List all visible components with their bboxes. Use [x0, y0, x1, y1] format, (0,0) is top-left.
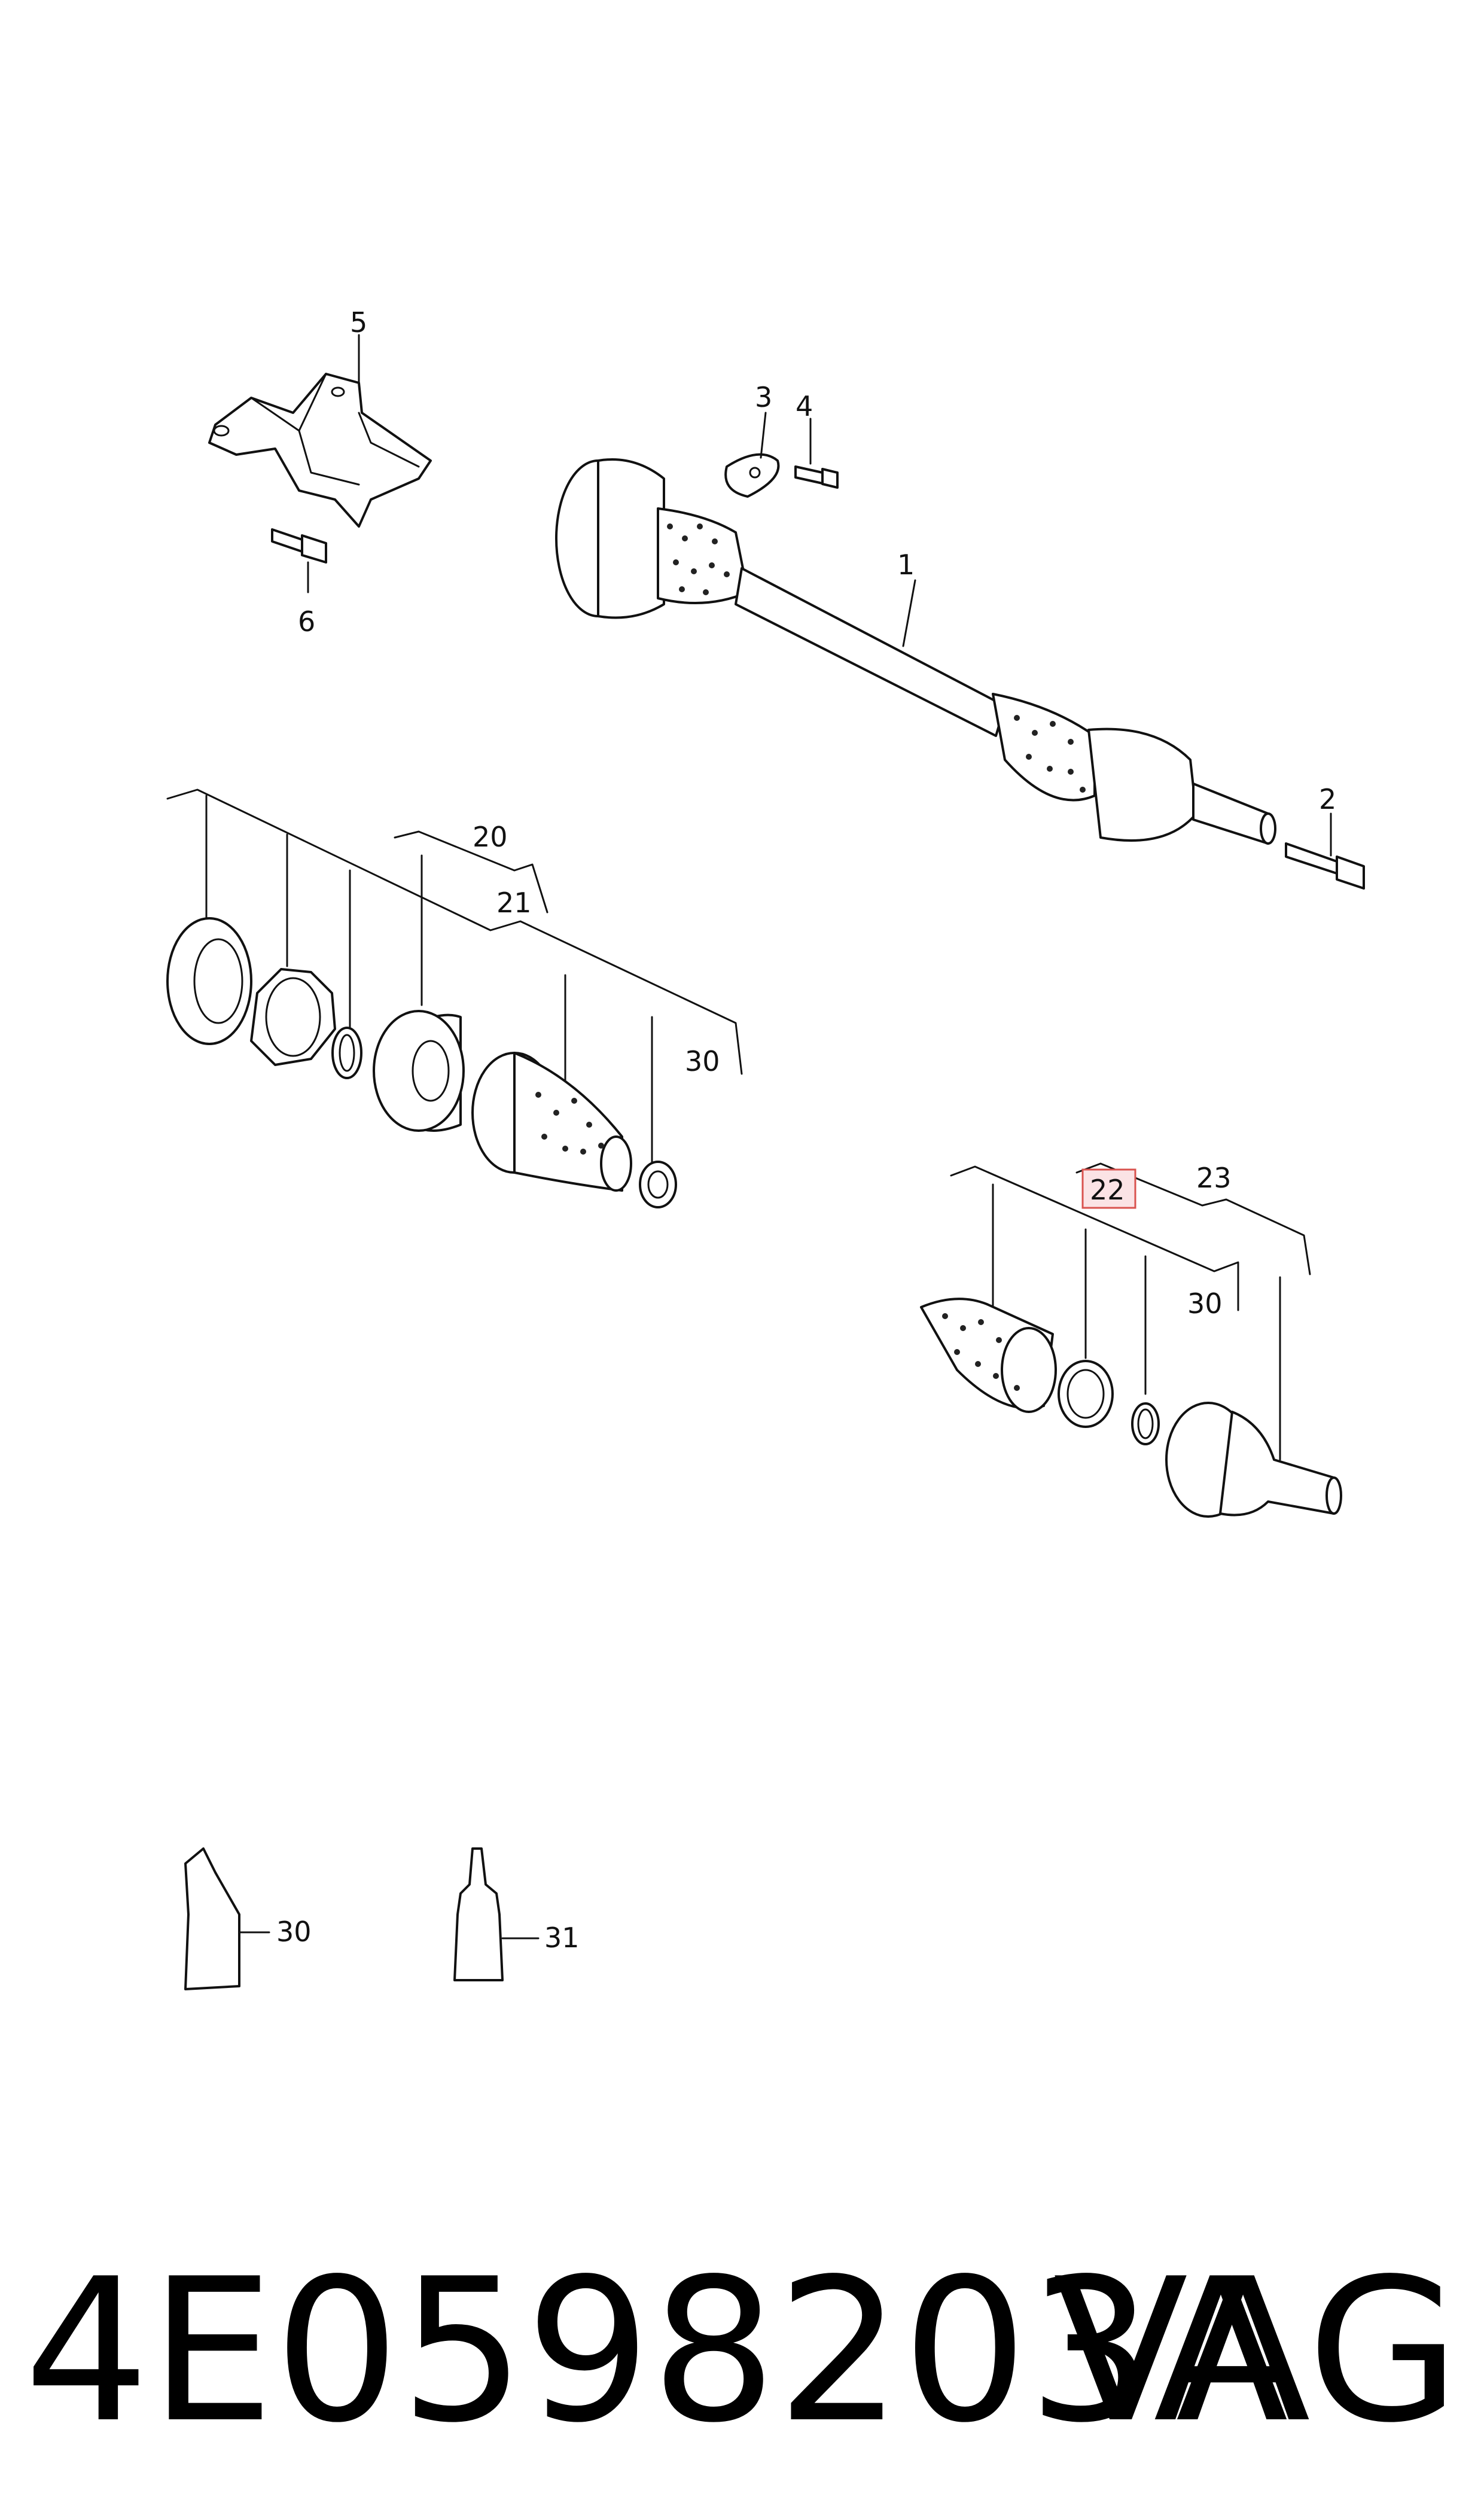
callout-2: 2 — [1319, 783, 1336, 815]
dust-cover — [166, 917, 252, 1045]
bolt-6 — [271, 528, 327, 593]
clamp-outer — [1058, 1360, 1114, 1428]
drive-shaft-assembly — [555, 458, 1276, 845]
bolt-4 — [794, 418, 839, 489]
part-number: 4E0598203A — [24, 2236, 1288, 2466]
parts-diagram: 5 6 3 4 — [166, 306, 1365, 1990]
bolt-2 — [1285, 812, 1365, 890]
callout-20: 20 — [473, 821, 508, 853]
callout-23: 23 — [1196, 1162, 1232, 1194]
callout-22: 22 — [1090, 1174, 1125, 1206]
callout-5: 5 — [350, 306, 367, 339]
callout-30-upper: 30 — [685, 1045, 720, 1077]
circlip-inner — [331, 1027, 362, 1079]
callout-31: 31 — [544, 1922, 580, 1954]
callout-30-tube: 30 — [276, 1916, 312, 1948]
inner-boot — [471, 1052, 632, 1192]
lock-plate-3 — [724, 412, 780, 498]
outer-boot — [920, 1298, 1057, 1413]
callout-4: 4 — [796, 390, 813, 422]
leader-lines-outer-kit — [950, 1162, 1311, 1461]
callout-30-middle: 30 — [1187, 1287, 1223, 1320]
outer-cv-joint — [1165, 1402, 1342, 1518]
heat-shield-bracket — [208, 334, 432, 528]
callout-1: 1 — [897, 549, 915, 581]
gasket — [250, 968, 336, 1066]
fluid-bottle — [453, 1847, 540, 1981]
circlip-outer — [1131, 1402, 1160, 1445]
callout-22-highlight — [1081, 1168, 1136, 1209]
boot-dots-outer — [1014, 715, 1086, 793]
callout-6: 6 — [298, 605, 315, 638]
brand-label: VAG — [1053, 2236, 1460, 2466]
inner-cv-joint — [373, 1010, 465, 1132]
footer: 4E0598203A VAG — [0, 2225, 1484, 2477]
boot-dots-inner — [667, 523, 730, 595]
callout-21: 21 — [496, 887, 532, 919]
clamp-inner — [639, 1161, 677, 1208]
grease-tube — [184, 1847, 270, 1990]
callout-3: 3 — [755, 381, 772, 413]
leader-lines-inner-kit — [166, 788, 743, 1168]
